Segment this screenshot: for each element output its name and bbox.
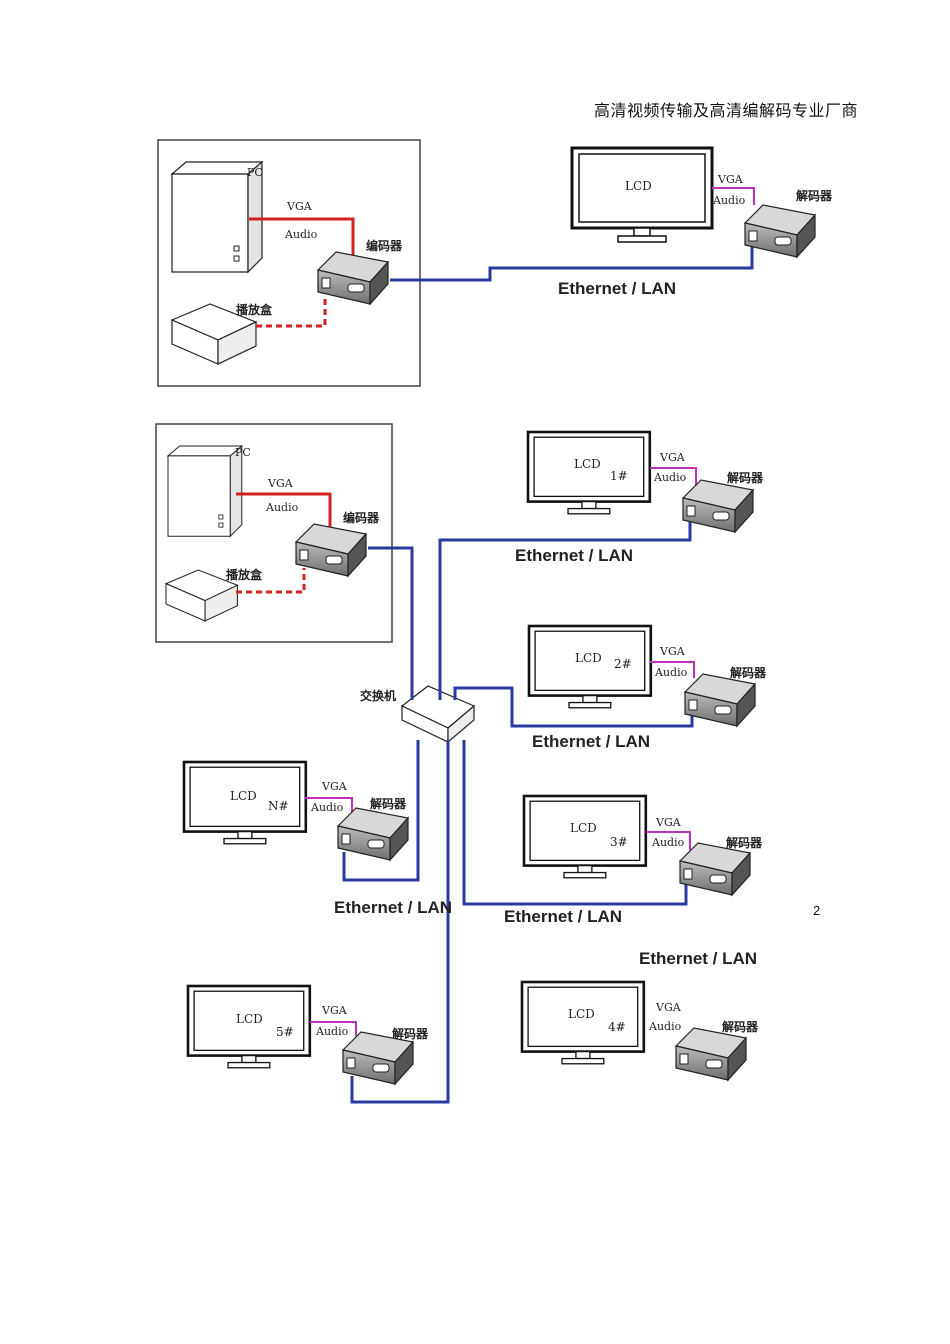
lcd-id-1: 1#	[610, 469, 628, 483]
encoder-icon-2	[295, 523, 367, 577]
vga-label-3: VGA	[655, 816, 682, 829]
audio-label-4: Audio	[648, 1020, 682, 1033]
lcd-id-5: 5#	[276, 1025, 294, 1039]
vga-label-2: VGA	[267, 477, 294, 490]
monitor-icon-2	[527, 624, 653, 710]
vga-cable-decoder-top	[712, 187, 755, 205]
lcd-label-3: LCD	[570, 821, 597, 835]
lcd-id-3: 3#	[610, 835, 628, 849]
decoder-label-5: 解码器	[392, 1026, 429, 1041]
lan-lcd2	[453, 686, 694, 728]
lan-encoder-switch	[368, 546, 414, 700]
lcd-id-N: N#	[268, 799, 289, 813]
audio-label-decoder-top: Audio	[712, 194, 746, 207]
vga-label-4: VGA	[655, 1001, 682, 1014]
switch-label: 交换机	[360, 688, 396, 703]
bottom-pc-frame	[155, 423, 393, 643]
ethernet-label-N: Ethernet / LAN	[334, 898, 452, 917]
lan-cable-top	[390, 245, 754, 282]
audio-label-2b: Audio	[654, 666, 688, 679]
player-cable-2	[236, 568, 306, 594]
decoder-icon-top	[744, 204, 816, 258]
ethernet-label-4: Ethernet / LAN	[639, 949, 757, 968]
lan-lcdN	[342, 740, 420, 882]
decoder-label-top: 解码器	[796, 188, 833, 203]
monitor-icon-top	[570, 146, 714, 244]
encoder-label-top: 编码器	[365, 238, 403, 253]
encoder-icon-top	[317, 251, 389, 305]
decoder-icon-4	[675, 1027, 747, 1081]
decoder-icon-2	[684, 673, 756, 727]
lcd-label-2: LCD	[575, 651, 602, 665]
encoder-label-2: 编码器	[342, 510, 380, 525]
ethernet-label-3: Ethernet / LAN	[504, 907, 622, 926]
vga-cable-top	[249, 217, 355, 257]
audio-label-top: Audio	[284, 228, 318, 241]
lcd-id-2: 2#	[614, 657, 632, 671]
decoder-label-1: 解码器	[727, 470, 764, 485]
decoder-icon-N	[337, 807, 409, 861]
lcd-label-1: LCD	[574, 457, 601, 471]
monitor-icon-1	[526, 430, 652, 516]
decoder-label-4: 解码器	[722, 1019, 759, 1034]
decoder-icon-3	[679, 842, 751, 896]
page-number: 2	[813, 903, 821, 918]
lcd-id-4: 4#	[608, 1020, 626, 1034]
header-title: 高清视频传输及高清编解码专业厂商	[594, 101, 859, 120]
lan-lcd5	[350, 740, 450, 1104]
pc-tower-icon-2	[167, 445, 243, 537]
ethernet-label-1: Ethernet / LAN	[515, 546, 633, 565]
player-cable-top	[256, 298, 327, 328]
audio-label-2: Audio	[265, 501, 299, 514]
decoder-label-2: 解码器	[730, 665, 767, 680]
audio-label-3: Audio	[651, 836, 685, 849]
ethernet-label-top: Ethernet / LAN	[558, 279, 676, 298]
ethernet-label-2: Ethernet / LAN	[532, 732, 650, 751]
pc-label-2: PC	[235, 446, 251, 459]
audio-label-1: Audio	[653, 471, 687, 484]
decoder-label-3: 解码器	[726, 835, 763, 850]
lcd-label-4: LCD	[568, 1007, 595, 1021]
player-box-label-2: 播放盒	[226, 567, 263, 582]
top-pc-frame	[157, 139, 421, 387]
decoder-icon-1	[682, 479, 754, 533]
lcd-label-N: LCD	[230, 789, 257, 803]
lan-lcd3	[462, 740, 688, 906]
vga-label-5: VGA	[321, 1004, 348, 1017]
lan-lcd1	[438, 520, 692, 700]
audio-label-5: Audio	[315, 1025, 349, 1038]
vga-label-decoder-top: VGA	[717, 173, 744, 186]
vga-label-top: VGA	[286, 200, 313, 213]
lcd-label-5: LCD	[236, 1012, 263, 1026]
vga-cable-2	[236, 492, 332, 528]
vga-label-2b: VGA	[659, 645, 686, 658]
decoder-label-N: 解码器	[370, 796, 407, 811]
lcd-label-top: LCD	[625, 179, 652, 193]
vga-label-1: VGA	[659, 451, 686, 464]
audio-label-N: Audio	[310, 801, 344, 814]
player-box-label-top: 播放盒	[236, 302, 273, 317]
vga-label-N: VGA	[321, 780, 348, 793]
pc-label: PC	[247, 166, 263, 179]
